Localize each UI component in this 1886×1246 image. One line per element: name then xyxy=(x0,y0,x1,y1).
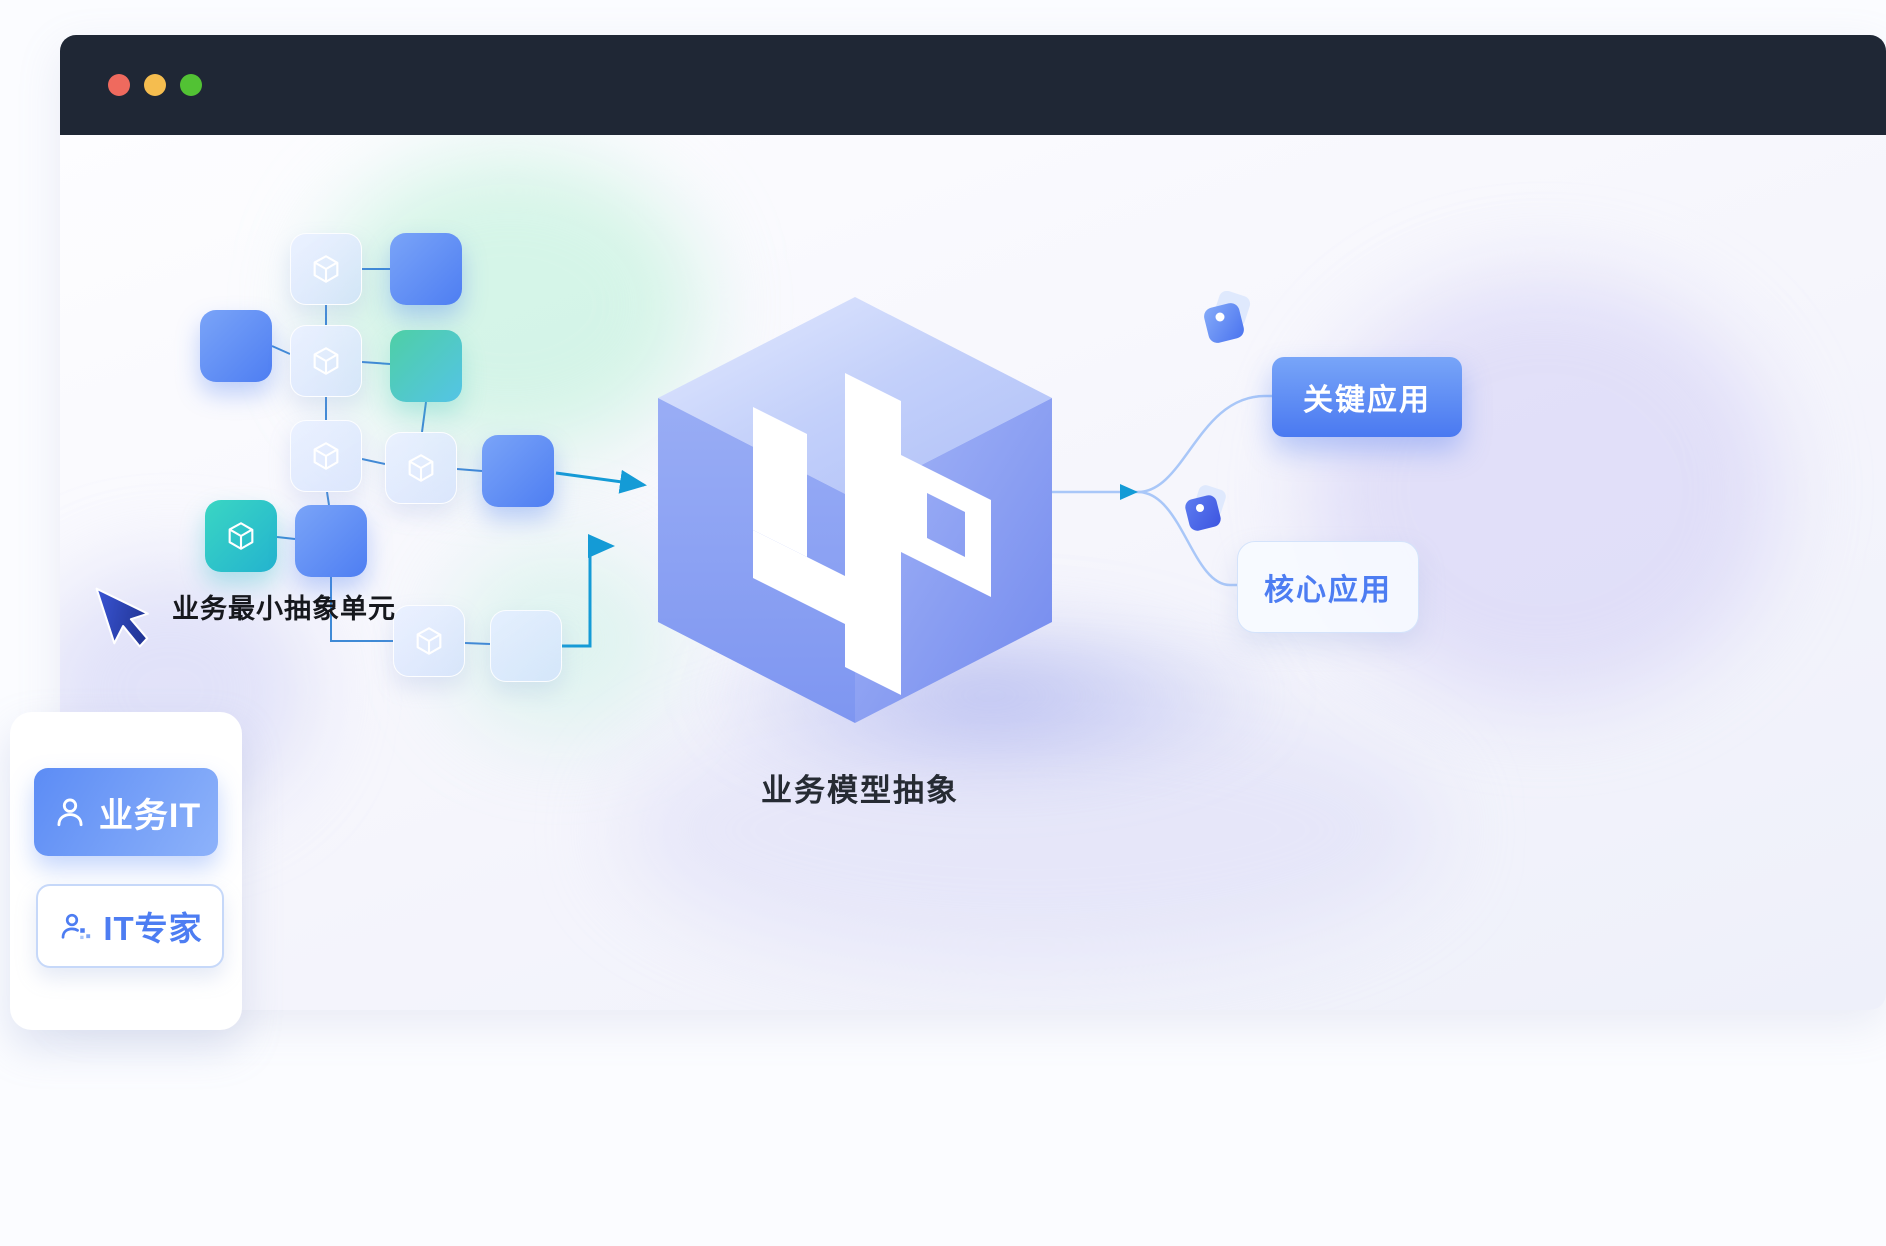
key-app-badge[interactable]: 关键应用 xyxy=(1272,357,1462,437)
it-expert-button[interactable]: IT专家 xyxy=(36,884,224,968)
box-3d-icon xyxy=(313,255,339,283)
box-3d-icon xyxy=(313,347,339,375)
person-icon xyxy=(57,798,83,827)
diagram-canvas: 业务最小抽象单元 xyxy=(60,135,1886,1010)
roles-card: 业务IT IT专家 xyxy=(10,712,242,1030)
unit-node xyxy=(205,500,277,572)
unit-node xyxy=(390,233,462,305)
box-3d-icon xyxy=(313,442,339,470)
business-it-label: 业务IT xyxy=(98,796,202,835)
browser-window: 业务最小抽象单元 xyxy=(60,35,1886,1010)
unit-node xyxy=(390,330,462,402)
cursor-arrow-icon xyxy=(92,579,156,666)
abstraction-cube xyxy=(658,297,1052,723)
zoom-window-button[interactable] xyxy=(180,74,202,96)
box-3d-icon xyxy=(228,522,254,550)
box-3d-icon xyxy=(408,454,434,482)
unit-node xyxy=(290,420,362,492)
background-blob xyxy=(320,155,700,455)
unit-node xyxy=(290,325,362,397)
person-data-icon xyxy=(61,913,91,940)
tag-icon xyxy=(1198,290,1260,358)
unit-node xyxy=(290,233,362,305)
connector-lines xyxy=(271,268,1272,648)
business-it-button[interactable]: 业务IT xyxy=(34,768,218,856)
unit-node xyxy=(393,605,465,677)
unit-caption: 业务最小抽象单元 xyxy=(172,594,396,624)
minimize-window-button[interactable] xyxy=(144,74,166,96)
close-window-button[interactable] xyxy=(108,74,130,96)
it-expert-label: IT专家 xyxy=(103,910,203,947)
background-blob xyxy=(1310,275,1780,705)
box-3d-icon xyxy=(416,627,442,655)
unit-node xyxy=(490,610,562,682)
unit-node xyxy=(200,310,272,382)
tag-icon xyxy=(1180,485,1234,544)
core-app-badge[interactable]: 核心应用 xyxy=(1237,541,1419,633)
cube-logo xyxy=(753,373,991,695)
unit-node xyxy=(295,505,367,577)
unit-node xyxy=(385,432,457,504)
center-caption: 业务模型抽象 xyxy=(761,773,959,808)
window-titlebar xyxy=(60,35,1886,135)
unit-node xyxy=(482,435,554,507)
